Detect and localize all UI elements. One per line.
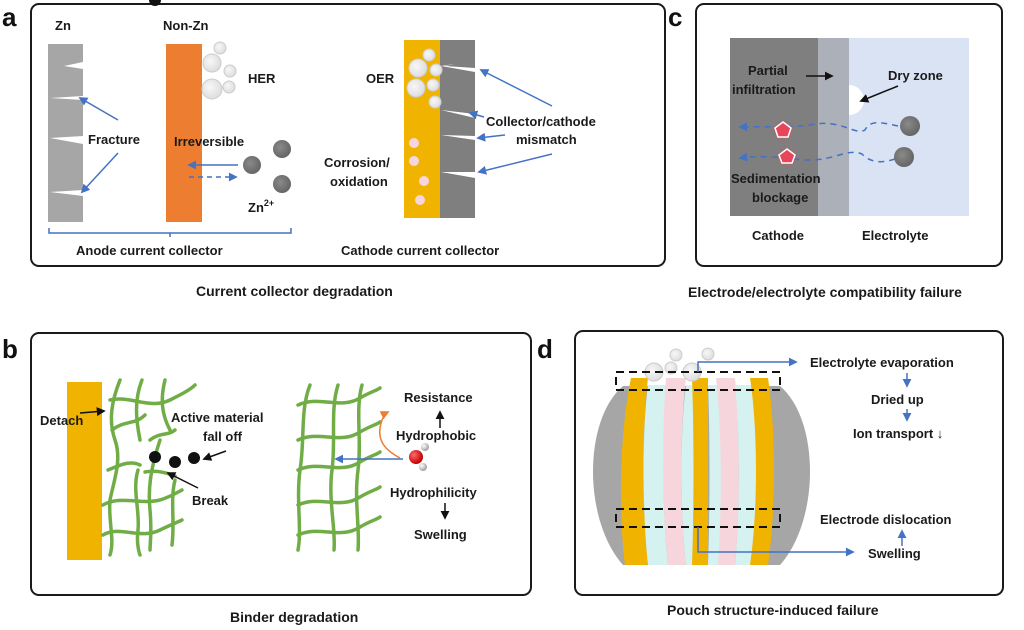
fallen-particles [149,0,200,468]
sediment-label-1: Sedimentation [731,171,821,186]
fracture-arrow-down [80,152,119,194]
hydrophobic-label: Hydrophobic [396,428,476,443]
mismatch-label-1: Collector/cathode [486,114,596,129]
active-label-1: Active material [171,410,264,425]
mismatch-arrow-3 [476,132,506,142]
water-repel-arrow [379,411,401,459]
hydrophilicity-label: Hydrophilicity [390,485,477,500]
panel-a-caption: Current collector degradation [196,283,393,299]
panel-a: a Zn Non-Zn Fracture HER Irreversible [2,2,666,299]
cathode-layer [440,40,475,218]
break-arrow [166,472,199,489]
current-collector [67,382,102,560]
fracture-arrow-up [78,97,119,121]
panel-d-caption: Pouch structure-induced failure [667,602,879,618]
fracture-label: Fracture [88,132,140,147]
detach-label: Detach [40,413,83,428]
mismatch-label-2: mismatch [516,132,577,147]
panel-d: d Electrolyte evaporation Dried up [537,330,1004,618]
active-label-2: fall off [203,429,243,444]
dryzone-label: Dry zone [888,68,943,83]
cathode-group-label: Cathode current collector [341,243,499,258]
panel-b-frame [30,332,532,596]
corrosion-label-1: Corrosion/ [324,155,390,170]
panel-c-caption: Electrode/electrolyte compatibility fail… [688,284,962,300]
dried-label: Dried up [871,392,924,407]
mismatch-arrow-2 [468,110,485,120]
panel-b-caption: Binder degradation [230,609,358,625]
binder-network-damaged [101,378,197,557]
oer-bubbles [406,48,443,109]
panel-letter-b: b [2,334,18,364]
resistance-label: Resistance [404,390,473,405]
electrolyte-label: Electrolyte [862,228,928,243]
electrode-stack [620,378,774,565]
her-label: HER [248,71,276,86]
dislocation-label: Electrode dislocation [820,512,952,527]
mismatch-arrow-4 [477,153,553,175]
binder-network-intact [296,383,382,552]
corrosion-label-2: oxidation [330,174,388,189]
zn-foil [48,44,83,222]
irreversible-label: Irreversible [174,134,244,149]
sediment-particle-2 [778,148,796,164]
oer-label: OER [366,71,395,86]
cathode-label: Cathode [752,228,804,243]
dryzone-arrow [859,85,899,103]
partial-label-2: infiltration [732,82,796,97]
panel-c: c Partial infiltration Dry zone Sediment… [668,2,1003,300]
nonzn-collector [166,44,202,222]
partial-label-1: Partial [748,63,788,78]
fall-off-arrow [202,450,227,461]
detach-arrow [79,407,106,417]
d-swelling-label: Swelling [868,546,921,561]
panel-letter-a: a [2,2,17,32]
ion-1 [900,116,920,136]
her-bubbles [201,41,237,100]
anode-bracket [48,228,292,237]
evaporation-label: Electrolyte evaporation [810,355,954,370]
ion-transport-label: Ion transport ↓ [853,426,943,441]
corrosion-spots [409,138,429,205]
dry-zone [849,85,864,115]
mismatch-arrow-1 [479,69,553,107]
nonzn-label: Non-Zn [163,18,209,33]
zn-ion-label: Zn2+ [248,198,274,215]
break-label: Break [192,493,229,508]
zn-label: Zn [55,18,71,33]
water-molecule-icon [409,443,429,471]
swelling-arrow [697,527,855,557]
sediment-label-2: blockage [752,190,808,205]
sediment-particle-1 [774,121,792,138]
evaporation-arrow [697,357,798,372]
panel-letter-d: d [537,334,553,364]
panel-b: b Detach Active material fall off Brea [2,0,532,625]
zn-ions [243,140,291,193]
panel-letter-c: c [668,2,682,32]
anode-group-label: Anode current collector [76,243,223,258]
ion-2 [894,147,914,167]
b-swelling-label: Swelling [414,527,467,542]
